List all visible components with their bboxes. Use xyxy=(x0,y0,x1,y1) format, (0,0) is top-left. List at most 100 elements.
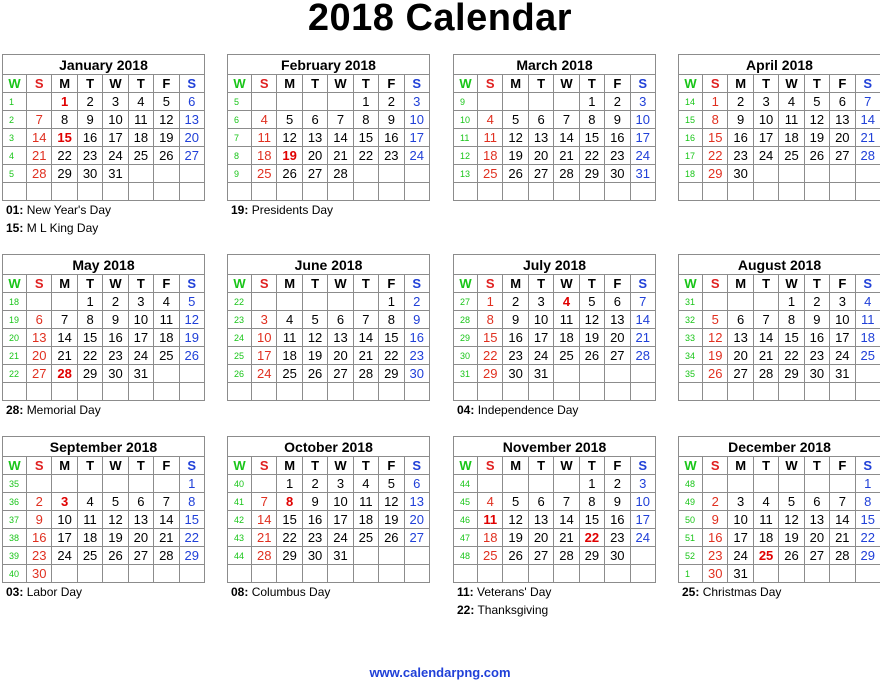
day-cell: 18 xyxy=(476,146,504,165)
weekday-header: T xyxy=(76,456,104,475)
week-number: 26 xyxy=(227,364,252,383)
week-number: 27 xyxy=(453,292,478,311)
weekday-header: W xyxy=(327,456,354,475)
day-cell: 21 xyxy=(250,528,278,547)
day-cell: 18 xyxy=(778,128,805,147)
day-cell: 13 xyxy=(178,110,206,129)
weekday-header: S xyxy=(250,456,278,475)
weekday-header: S xyxy=(403,74,431,93)
holiday-notes: 28: Memorial Day xyxy=(6,401,226,419)
week-number: 25 xyxy=(227,346,252,365)
day-cell: 25 xyxy=(352,528,380,547)
day-cell: 27 xyxy=(403,528,431,547)
day-cell: 10 xyxy=(327,492,354,511)
week-number xyxy=(453,382,478,401)
holiday-name: Thanksgiving xyxy=(477,603,549,617)
month-title: October 2018 xyxy=(227,436,430,457)
day-cell xyxy=(378,546,405,565)
weekday-header: M xyxy=(502,456,529,475)
day-cell xyxy=(327,292,354,311)
day-cell: 2 xyxy=(727,92,754,111)
day-cell: 24 xyxy=(629,528,657,547)
weekday-header: S xyxy=(629,274,657,293)
day-cell: 10 xyxy=(403,110,431,129)
day-cell: 14 xyxy=(352,328,380,347)
week-number: 9 xyxy=(227,164,252,183)
day-cell: 19 xyxy=(276,146,303,165)
month-title: September 2018 xyxy=(2,436,205,457)
day-cell xyxy=(102,182,129,201)
holiday-date: 25: xyxy=(682,585,700,599)
weekday-header: W xyxy=(102,456,129,475)
day-cell: 25 xyxy=(127,146,155,165)
day-cell: 7 xyxy=(629,292,657,311)
day-cell: 30 xyxy=(604,164,631,183)
day-cell: 9 xyxy=(701,510,729,529)
day-cell: 9 xyxy=(76,110,104,129)
day-cell xyxy=(778,564,805,583)
day-cell: 25 xyxy=(476,164,504,183)
day-cell: 1 xyxy=(276,474,303,493)
day-cell: 12 xyxy=(301,328,329,347)
day-cell xyxy=(527,382,555,401)
week-number xyxy=(227,564,252,583)
day-cell: 16 xyxy=(301,510,329,529)
day-cell xyxy=(854,382,880,401)
day-cell: 5 xyxy=(276,110,303,129)
week-number: 24 xyxy=(227,328,252,347)
day-cell: 10 xyxy=(727,510,754,529)
day-cell: 21 xyxy=(854,128,880,147)
weekday-header: F xyxy=(153,456,180,475)
weekday-header: S xyxy=(476,456,504,475)
day-cell: 9 xyxy=(604,492,631,511)
day-cell: 15 xyxy=(178,510,206,529)
week-number: 18 xyxy=(678,164,703,183)
day-cell: 2 xyxy=(102,292,129,311)
day-cell: 1 xyxy=(854,474,880,493)
day-cell xyxy=(250,92,278,111)
day-cell: 18 xyxy=(76,528,104,547)
day-cell: 28 xyxy=(25,164,53,183)
day-cell: 13 xyxy=(327,328,354,347)
week-number: 1 xyxy=(678,564,703,583)
day-cell: 2 xyxy=(604,474,631,493)
day-cell: 14 xyxy=(250,510,278,529)
week-number-header: W xyxy=(453,74,478,93)
day-cell: 16 xyxy=(727,128,754,147)
weekday-header: M xyxy=(51,274,78,293)
day-cell: 2 xyxy=(604,92,631,111)
day-cell: 9 xyxy=(604,110,631,129)
day-cell xyxy=(527,182,555,201)
day-cell: 21 xyxy=(553,146,580,165)
day-cell: 22 xyxy=(51,146,78,165)
week-number: 2 xyxy=(2,110,27,129)
day-cell xyxy=(829,474,856,493)
day-cell: 23 xyxy=(301,528,329,547)
day-cell xyxy=(752,564,780,583)
weekday-header: F xyxy=(378,274,405,293)
day-cell: 19 xyxy=(178,328,206,347)
day-cell: 24 xyxy=(629,146,657,165)
day-cell: 31 xyxy=(829,364,856,383)
week-number: 50 xyxy=(678,510,703,529)
day-cell xyxy=(378,382,405,401)
holiday-date: 15: xyxy=(6,221,24,235)
day-cell: 25 xyxy=(553,346,580,365)
day-cell xyxy=(629,364,657,383)
day-cell: 17 xyxy=(403,128,431,147)
day-cell: 18 xyxy=(476,528,504,547)
day-cell: 22 xyxy=(578,146,606,165)
day-cell: 20 xyxy=(327,346,354,365)
website-link[interactable]: www.calendarpng.com xyxy=(369,665,511,680)
day-cell: 26 xyxy=(701,364,729,383)
holiday-notes: 04: Independence Day xyxy=(457,401,677,419)
week-number: 22 xyxy=(227,292,252,311)
day-cell: 11 xyxy=(352,492,380,511)
day-cell xyxy=(127,474,155,493)
